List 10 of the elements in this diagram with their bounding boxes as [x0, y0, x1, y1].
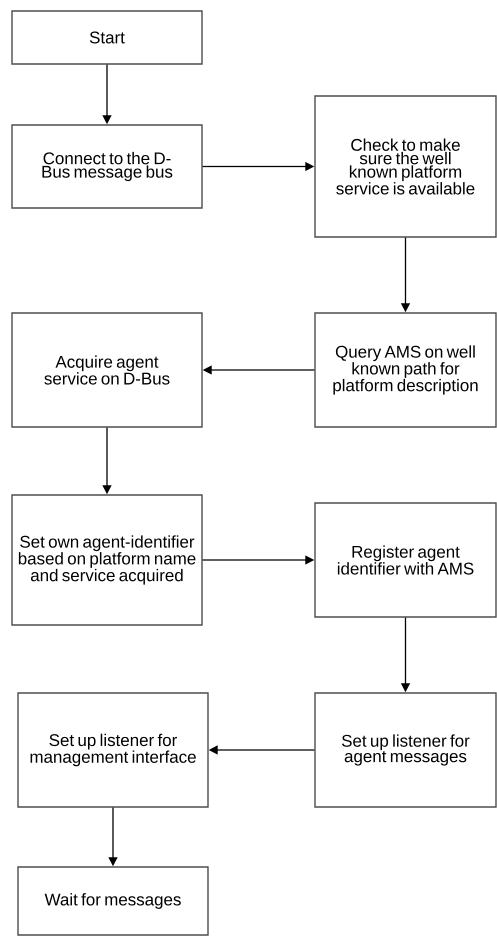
process-box: Set up listener for agent messages	[314, 692, 497, 808]
process-box: Check to make sure the well known platform service is available	[314, 95, 497, 238]
process-box: Wait for messages	[17, 866, 209, 936]
process-box: Start	[11, 10, 203, 65]
process-box: Query AMS on well known path for platform description	[314, 312, 497, 428]
process-box: Connect to the D-Bus message bus	[11, 124, 203, 209]
process-box: Set own agent-identifier based on platform name and service acquired	[11, 494, 203, 626]
process-box: Acquire agent service on D-Bus	[11, 312, 203, 428]
process-box: Register agent identifier with AMS	[314, 502, 497, 618]
process-box: Set up listener for management interface	[17, 692, 209, 808]
